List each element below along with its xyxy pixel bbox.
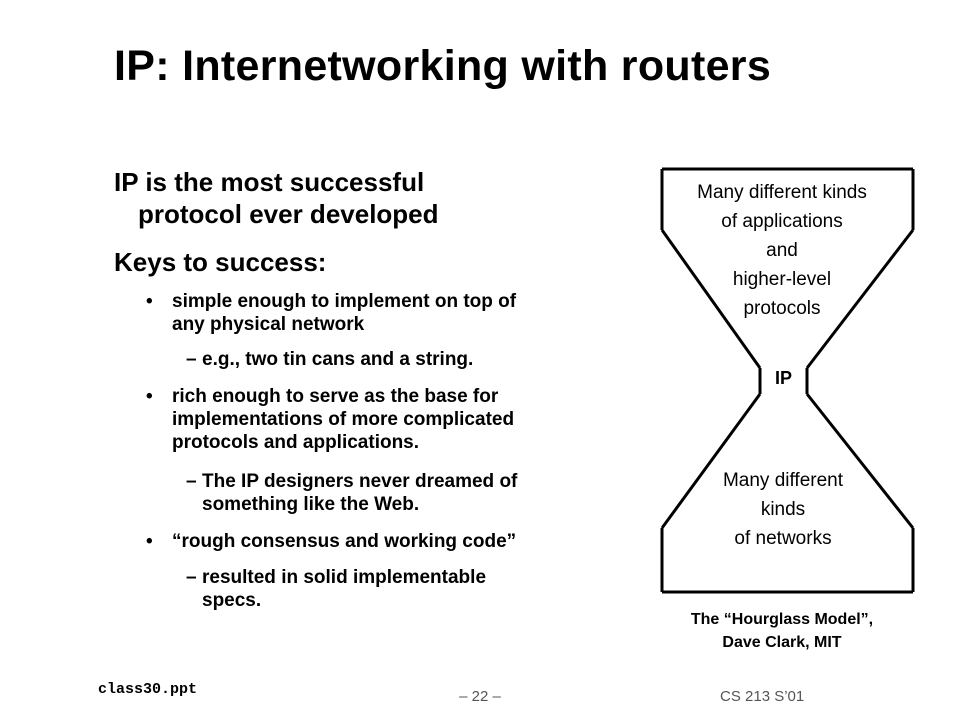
caption-line-2: Dave Clark, MIT [722, 634, 842, 651]
hourglass-left-upper-slope [660, 229, 762, 369]
sub-bullet-line: specs. [202, 590, 262, 611]
hourglass-left-lower-slope [660, 393, 762, 529]
footer-course-label: CS 213 S’01 [720, 688, 805, 705]
hourglass-top-line: higher-level [732, 269, 832, 290]
bullet-item: • rich enough to serve as the base for i… [146, 385, 514, 454]
bullet-marker: • [146, 291, 153, 312]
hourglass-top-line: and [766, 240, 798, 261]
footer-filename: class30.ppt [98, 681, 198, 698]
dash-marker: – [186, 567, 197, 588]
dash-marker: – [186, 349, 197, 370]
bullet-item: • simple enough to implement on top of a… [146, 290, 516, 336]
caption-line-1: The “Hourglass Model”, [690, 611, 874, 628]
sub-bullet-item: – e.g., two tin cans and a string. [186, 348, 473, 371]
bullet-line: simple enough to implement on top of [172, 291, 517, 312]
hourglass-ip-label: IP [774, 368, 792, 388]
hourglass-bottom-line: kinds [760, 499, 806, 520]
main-point-2: Keys to success: [114, 247, 327, 277]
hourglass-right-upper-slope [805, 229, 915, 369]
hourglass-top-line: Many different kinds [697, 182, 867, 203]
sub-bullet-line: something like the Web. [202, 494, 420, 515]
bullet-line: any physical network [172, 314, 365, 335]
hourglass-top-line: of applications [721, 211, 843, 232]
sub-bullet-line: e.g., two tin cans and a string. [202, 349, 474, 370]
hourglass-top-line: protocols [743, 298, 821, 319]
bullet-marker: • [146, 386, 153, 407]
bullet-line: implementations of more complicated [172, 409, 515, 430]
hourglass-right-lower-slope [805, 393, 915, 529]
dash-marker: – [186, 471, 197, 492]
main-point-1-line-2: protocol ever developed [138, 199, 439, 229]
sub-bullet-item: – resulted in solid implementable specs. [186, 566, 486, 612]
bullet-item: • “rough consensus and working code” [146, 530, 516, 553]
slide-title: IP: Internetworking with routers [114, 42, 772, 90]
bullet-line: “rough consensus and working code” [172, 531, 517, 552]
hourglass-top-label: Many different kinds of applications and… [662, 178, 902, 323]
hourglass-bottom-line: Many different [722, 470, 844, 491]
bullet-marker: • [146, 531, 153, 552]
diagram-caption: The “Hourglass Model”, Dave Clark, MIT [632, 608, 932, 654]
hourglass-bottom-label: Many different kinds of networks [662, 466, 904, 553]
main-point-1: IP is the most successful protocol ever … [114, 166, 439, 230]
main-point-1-line-1: IP is the most successful [114, 167, 425, 197]
sub-bullet-item: – The IP designers never dreamed of some… [186, 470, 517, 516]
hourglass-bottom-line: of networks [734, 528, 832, 549]
sub-bullet-line: The IP designers never dreamed of [202, 471, 518, 492]
footer-page-number: – 22 – [459, 688, 501, 705]
sub-bullet-line: resulted in solid implementable [202, 567, 487, 588]
bullet-line: rich enough to serve as the base for [172, 386, 499, 407]
bullet-line: protocols and applications. [172, 432, 420, 453]
